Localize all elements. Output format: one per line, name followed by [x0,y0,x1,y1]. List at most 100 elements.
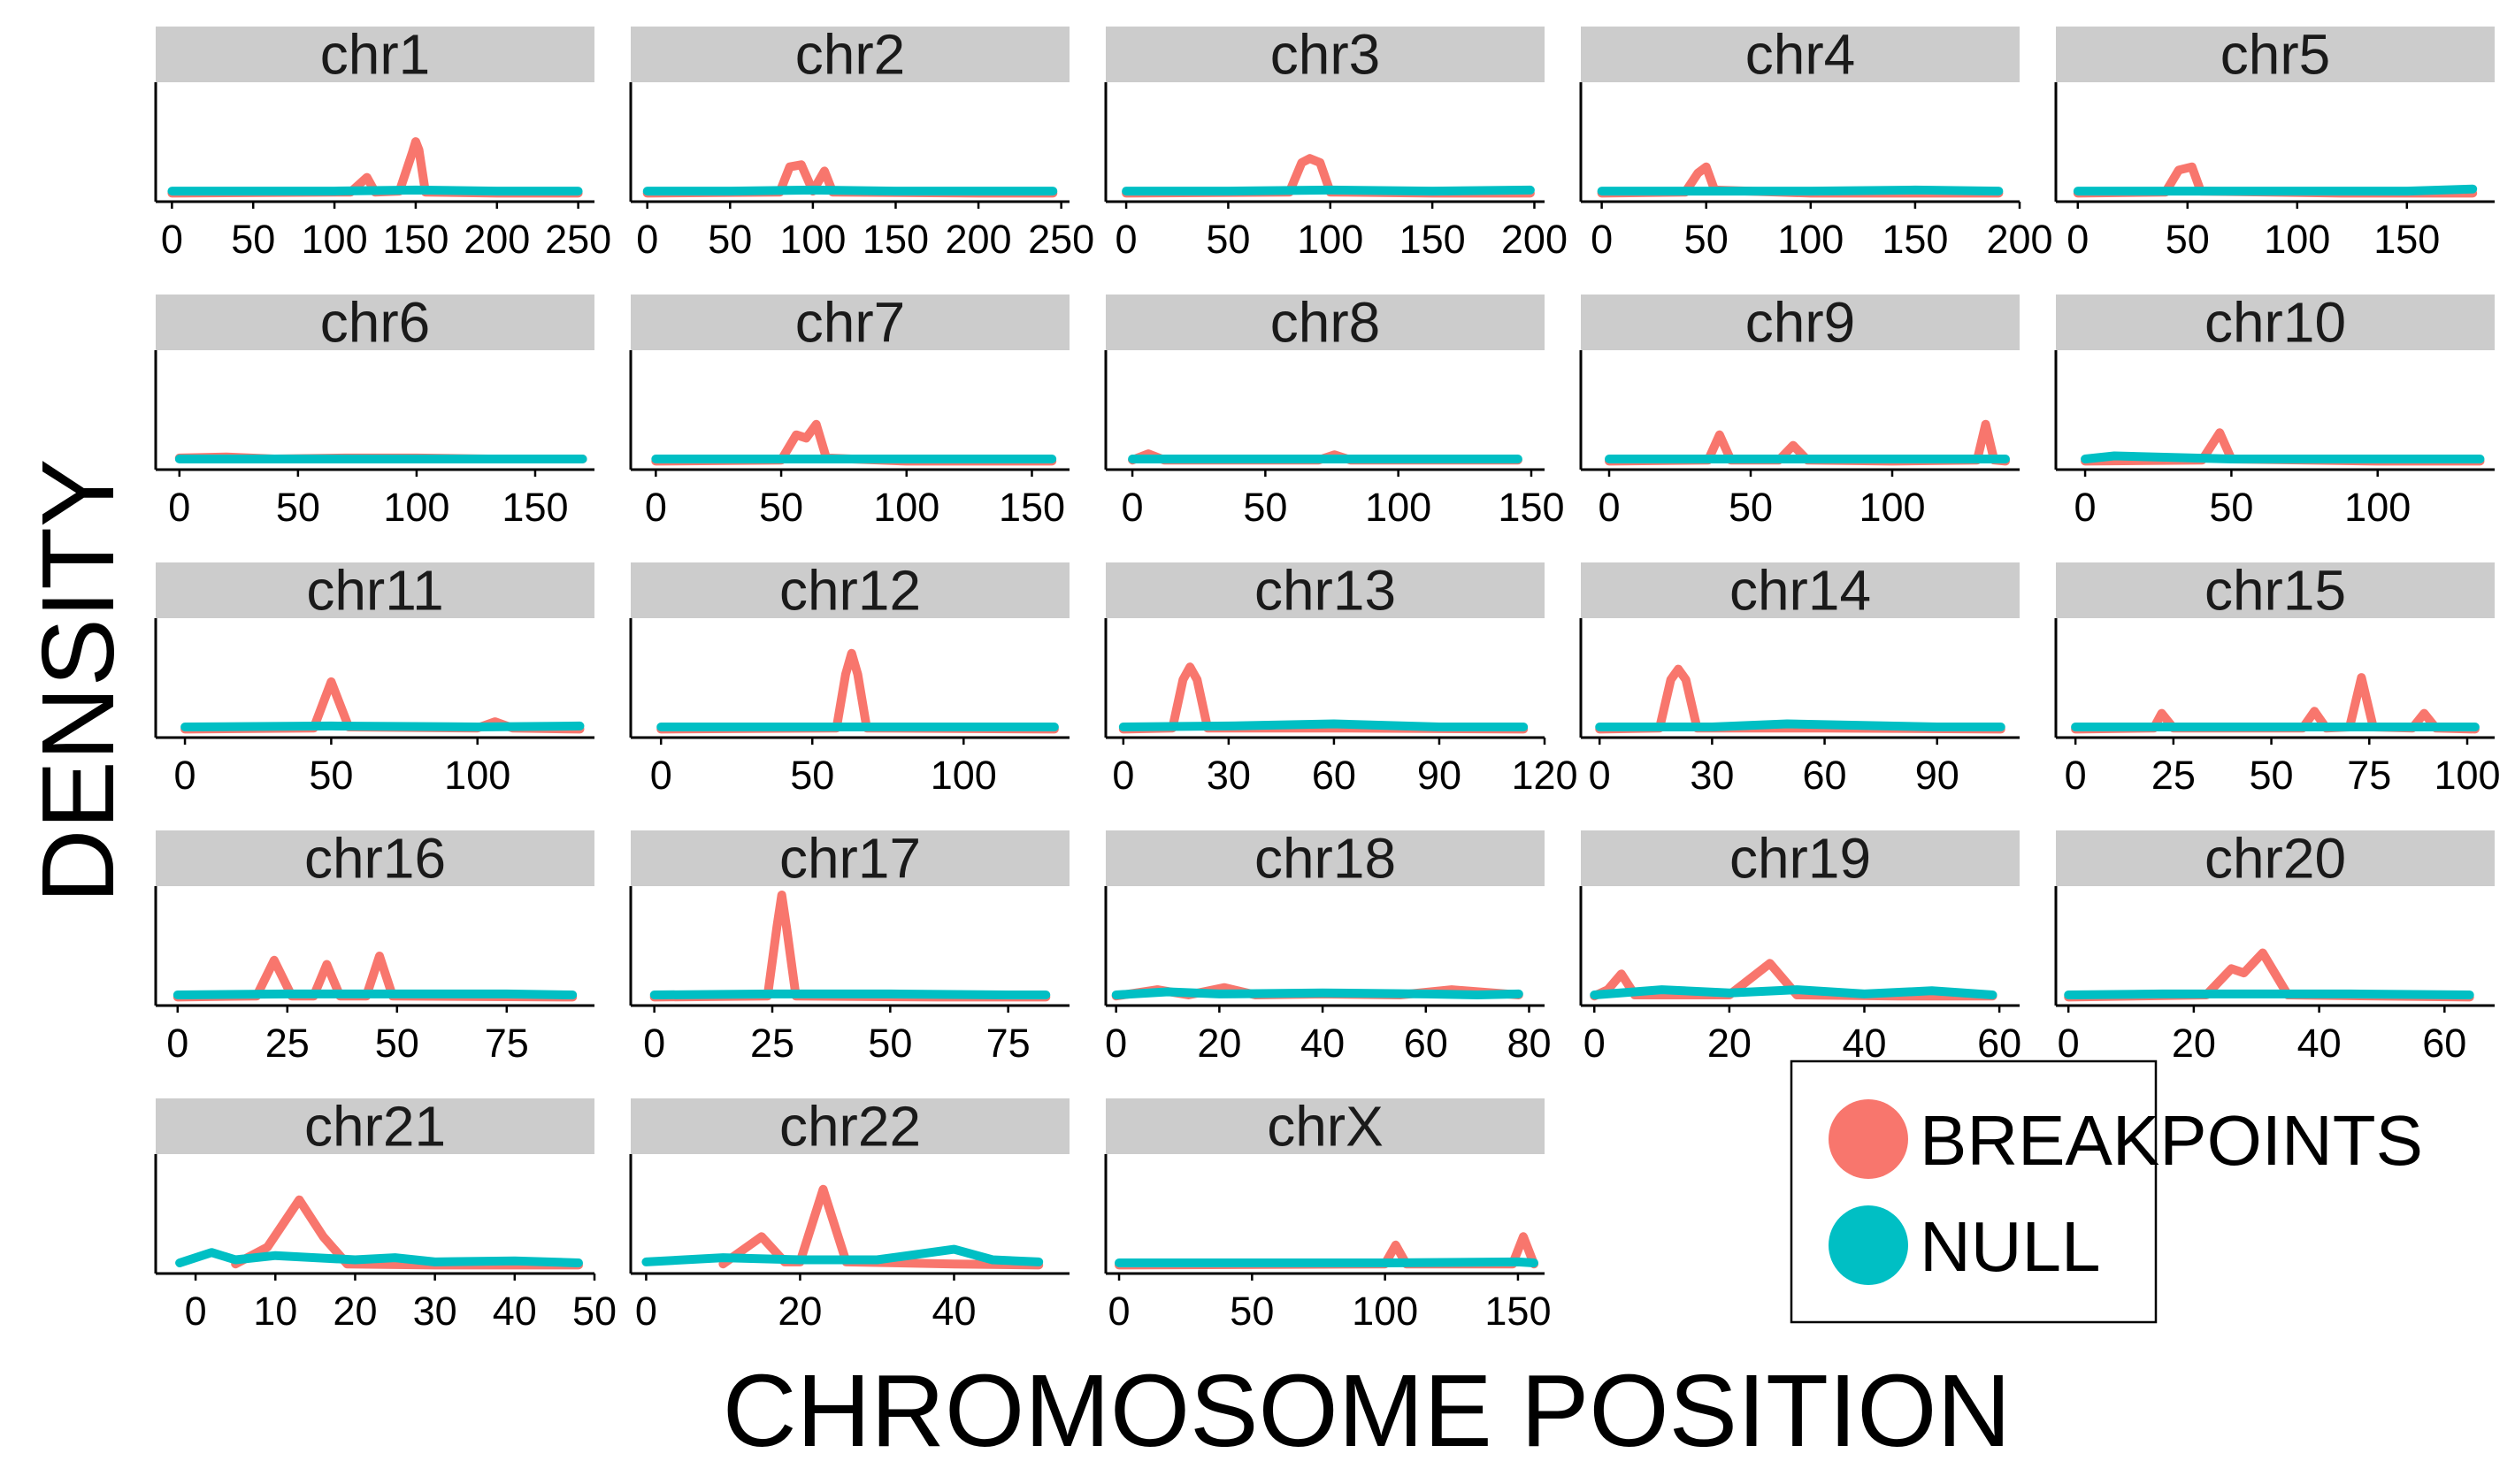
strip-chr21 [156,1098,594,1154]
breakpoints-line-chr1 [167,137,583,198]
x-tick-label-chr9: 100 [1859,485,1925,530]
x-tick-label-chr21: 10 [253,1289,297,1334]
legend-label-breakpoints: BREAKPOINTS [1920,1101,2423,1180]
x-tick-label-chr18: 20 [1197,1021,1241,1066]
x-tick-label-chr7: 50 [759,485,803,530]
panel-chr1: chr1 0 50 100 150 200 250 [154,23,611,262]
x-tick-label-chr1: 150 [382,217,449,262]
x-tick-label-chr7: 150 [999,485,1065,530]
null-line-chr18 [1111,987,1523,999]
x-tick-label-chr20: 0 [2058,1021,2080,1066]
x-tick-label-chrX: 150 [1484,1289,1551,1334]
x-tick-label-chr1: 50 [231,217,275,262]
x-tick-label-chr5: 150 [2373,217,2440,262]
x-tick-label-chr18: 80 [1507,1021,1551,1066]
x-tick-label-chr6: 0 [168,485,190,530]
panel-chr7: chr7 0 50 100 150 [629,291,1070,530]
x-tick-label-chr19: 0 [1583,1021,1606,1066]
x-tick-label-chr17: 75 [986,1021,1031,1066]
strip-chr14 [1581,562,2020,618]
null-line-chr17 [649,989,1051,999]
strip-chr13 [1106,562,1545,618]
x-tick-label-chr20: 40 [2297,1021,2342,1066]
strip-chr8 [1106,295,1545,350]
legend-key-null [1829,1205,1908,1285]
x-tick-label-chr3: 150 [1399,217,1466,262]
strip-label-chr4: chr4 [1745,23,1856,87]
x-tick-label-chr22: 20 [778,1289,822,1334]
null-line-chr10 [2081,451,2485,463]
x-tick-label-chr18: 0 [1105,1021,1127,1066]
strip-chr4 [1581,27,2020,82]
breakpoints-line-chr9 [1605,419,2010,466]
strip-label-chrX: chrX [1267,1095,1384,1159]
x-tick-label-chr17: 0 [643,1021,665,1066]
x-tick-label-chrX: 100 [1352,1289,1418,1334]
x-tick-label-chr17: 50 [868,1021,912,1066]
strip-label-chr7: chr7 [795,291,906,355]
x-tick-label-chr13: 30 [1207,753,1251,798]
x-tick-label-chr7: 100 [873,485,939,530]
x-tick-label-chr1: 200 [464,217,530,262]
x-tick-label-chr8: 50 [1243,485,1287,530]
x-tick-label-chr10: 50 [2209,485,2253,530]
legend: BREAKPOINTS NULL [1790,1059,2423,1324]
x-tick-label-chr16: 25 [265,1021,310,1066]
strip-chr17 [631,830,1070,886]
x-tick-label-chr14: 60 [1803,753,1847,798]
strip-label-chr6: chr6 [320,291,431,355]
x-tick-label-chr3: 200 [1501,217,1568,262]
x-tick-label-chrX: 0 [1108,1289,1131,1334]
x-tick-label-chr13: 0 [1112,753,1134,798]
x-tick-label-chr21: 40 [493,1289,537,1334]
strip-chr3 [1106,27,1545,82]
x-tick-label-chr8: 0 [1122,485,1144,530]
strip-label-chr1: chr1 [320,23,431,87]
legend-label-null: NULL [1920,1207,2101,1286]
strip-chr22 [631,1098,1070,1154]
x-tick-label-chr15: 100 [2434,753,2500,798]
breakpoints-line-chr12 [656,648,1059,734]
x-tick-label-chr14: 90 [1915,753,1959,798]
x-tick-label-chr20: 20 [2172,1021,2216,1066]
strip-label-chr18: chr18 [1254,827,1396,891]
x-tick-label-chr2: 150 [863,217,929,262]
null-line-chr4 [1597,185,2004,196]
strip-chr20 [2056,830,2495,886]
strip-label-chr5: chr5 [2220,23,2331,87]
x-tick-label-chr16: 75 [485,1021,529,1066]
x-tick-label-chr17: 25 [750,1021,794,1066]
x-tick-label-chr1: 0 [161,217,183,262]
x-tick-label-chr21: 30 [413,1289,457,1334]
strip-label-chr16: chr16 [304,827,446,891]
x-tick-label-chr2: 0 [636,217,658,262]
x-tick-label-chr12: 100 [931,753,997,798]
x-tick-label-chr14: 30 [1690,753,1734,798]
x-tick-label-chr1: 250 [545,217,611,262]
x-tick-label-chr1: 100 [302,217,368,262]
x-tick-label-chr15: 0 [2065,753,2087,798]
x-tick-label-chr6: 150 [502,485,568,530]
strip-label-chr10: chr10 [2204,291,2346,355]
null-line-chr16 [173,989,578,999]
strip-label-chr15: chr15 [2204,559,2346,623]
null-line-chr11 [180,721,585,731]
x-tick-label-chr4: 200 [1986,217,2052,262]
x-tick-label-chr10: 0 [2074,485,2097,530]
null-line-chr19 [1590,985,1997,999]
strip-label-chr13: chr13 [1254,559,1396,623]
x-tick-label-chr14: 0 [1589,753,1611,798]
x-tick-label-chr7: 0 [645,485,667,530]
strip-chr6 [156,295,594,350]
x-tick-label-chr21: 0 [185,1289,207,1334]
